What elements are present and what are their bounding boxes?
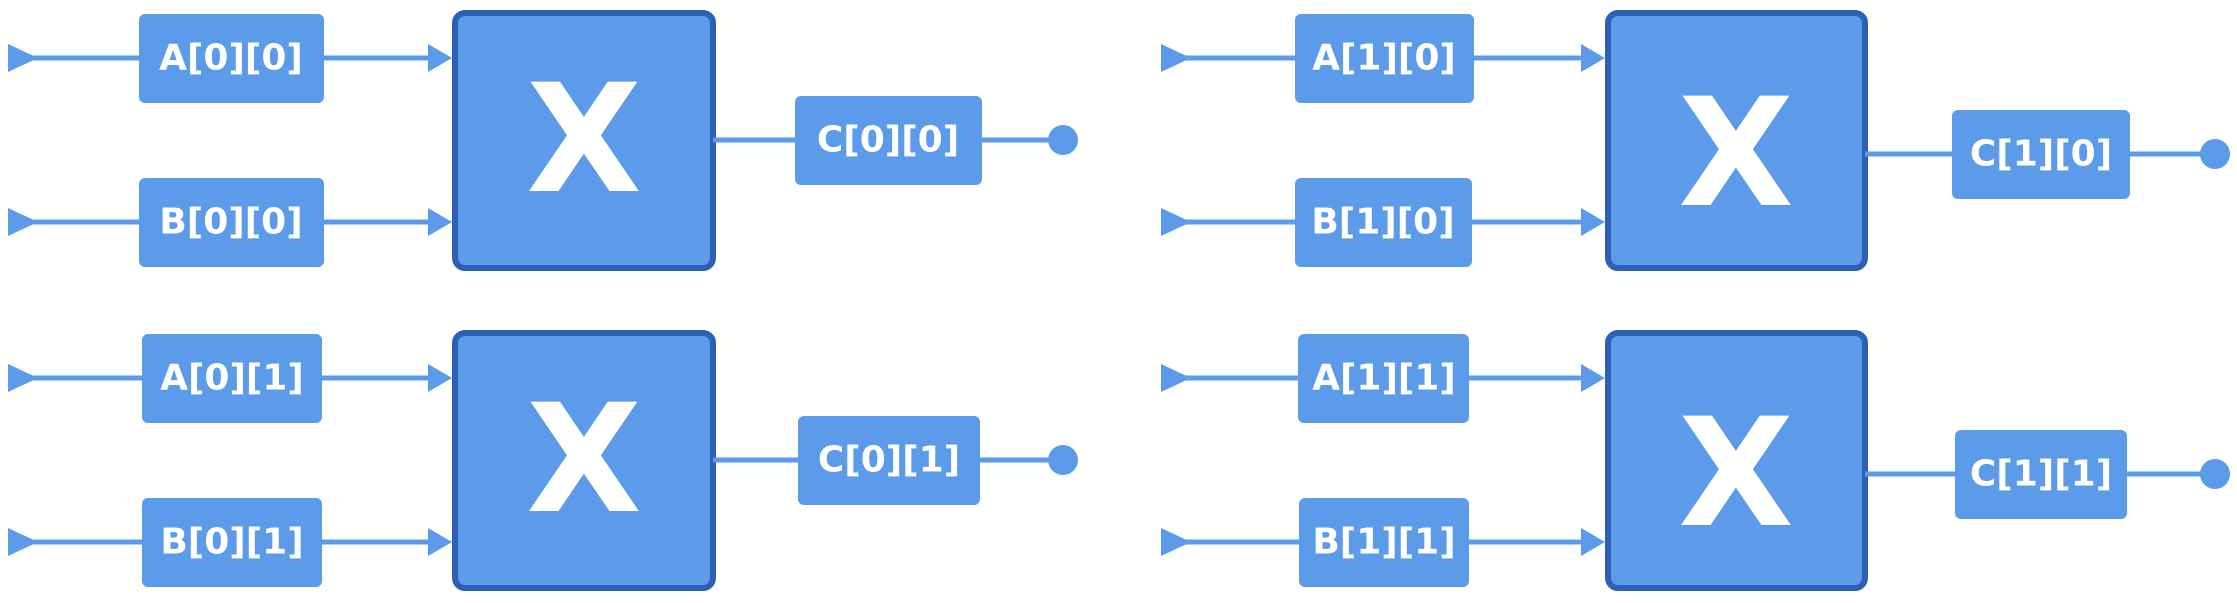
- multiply-block: [1605, 10, 1868, 271]
- multiply-operator: X: [1678, 67, 1794, 241]
- input-a-arrow-out-icon: [1581, 44, 1605, 72]
- output-c-label: C[0][0]: [817, 120, 959, 161]
- multiply-unit-3: A[1][1] B[1][1] X C[1][1]: [1161, 330, 2230, 591]
- input-b-box: [142, 498, 322, 587]
- input-a-arrow-in-icon: [1161, 364, 1191, 392]
- multiply-operator: X: [526, 53, 642, 227]
- input-a-label: A[0][0]: [159, 38, 303, 79]
- output-c-box: [1955, 430, 2127, 519]
- input-b-arrow-in-icon: [1161, 528, 1191, 556]
- input-a-box: [142, 334, 322, 423]
- input-b-arrow-out-icon: [428, 208, 452, 236]
- input-a-arrow-out-icon: [428, 364, 452, 392]
- multiply-operator: X: [1678, 387, 1794, 561]
- input-b-label: B[1][0]: [1311, 202, 1454, 243]
- output-c-box: [795, 96, 982, 185]
- multiply-unit-1: A[0][1] B[0][1] X C[0][1]: [8, 330, 1078, 591]
- output-terminal-icon: [1048, 445, 1078, 475]
- input-b-arrow-out-icon: [428, 528, 452, 556]
- input-a-label: A[1][0]: [1312, 38, 1456, 79]
- output-c-box: [798, 416, 980, 505]
- input-b-label: B[1][1]: [1312, 522, 1455, 563]
- multiply-block: [1605, 330, 1868, 591]
- input-a-arrow-in-icon: [1161, 44, 1191, 72]
- output-terminal-icon: [1048, 125, 1078, 155]
- input-b-arrow-out-icon: [1581, 208, 1605, 236]
- input-b-arrow-in-icon: [8, 528, 38, 556]
- input-a-arrow-out-icon: [1581, 364, 1605, 392]
- input-a-box: [1295, 14, 1474, 103]
- output-c-label: C[0][1]: [818, 440, 960, 481]
- input-b-box: [139, 178, 324, 267]
- output-c-box: [1952, 110, 2130, 199]
- output-c-label: C[1][0]: [1970, 134, 2112, 175]
- input-a-box: [139, 14, 324, 103]
- multiply-unit-2: A[1][0] B[1][0] X C[1][0]: [1161, 10, 2230, 271]
- input-b-box: [1295, 178, 1472, 267]
- input-b-arrow-in-icon: [8, 208, 38, 236]
- output-c-label: C[1][1]: [1970, 454, 2112, 495]
- input-a-arrow-in-icon: [8, 364, 38, 392]
- input-a-label: A[0][1]: [160, 358, 304, 399]
- input-a-box: [1298, 334, 1469, 423]
- output-terminal-icon: [2200, 459, 2230, 489]
- input-b-label: B[0][1]: [160, 522, 303, 563]
- multiply-operator: X: [526, 373, 642, 547]
- input-a-arrow-in-icon: [8, 44, 38, 72]
- input-a-label: A[1][1]: [1312, 358, 1456, 399]
- input-a-arrow-out-icon: [428, 44, 452, 72]
- input-b-arrow-out-icon: [1581, 528, 1605, 556]
- multiply-unit-0: A[0][0] B[0][0] X C[0][0]: [8, 10, 1078, 271]
- input-b-arrow-in-icon: [1161, 208, 1191, 236]
- input-b-label: B[0][0]: [159, 202, 302, 243]
- output-terminal-icon: [2200, 139, 2230, 169]
- input-b-box: [1299, 498, 1469, 587]
